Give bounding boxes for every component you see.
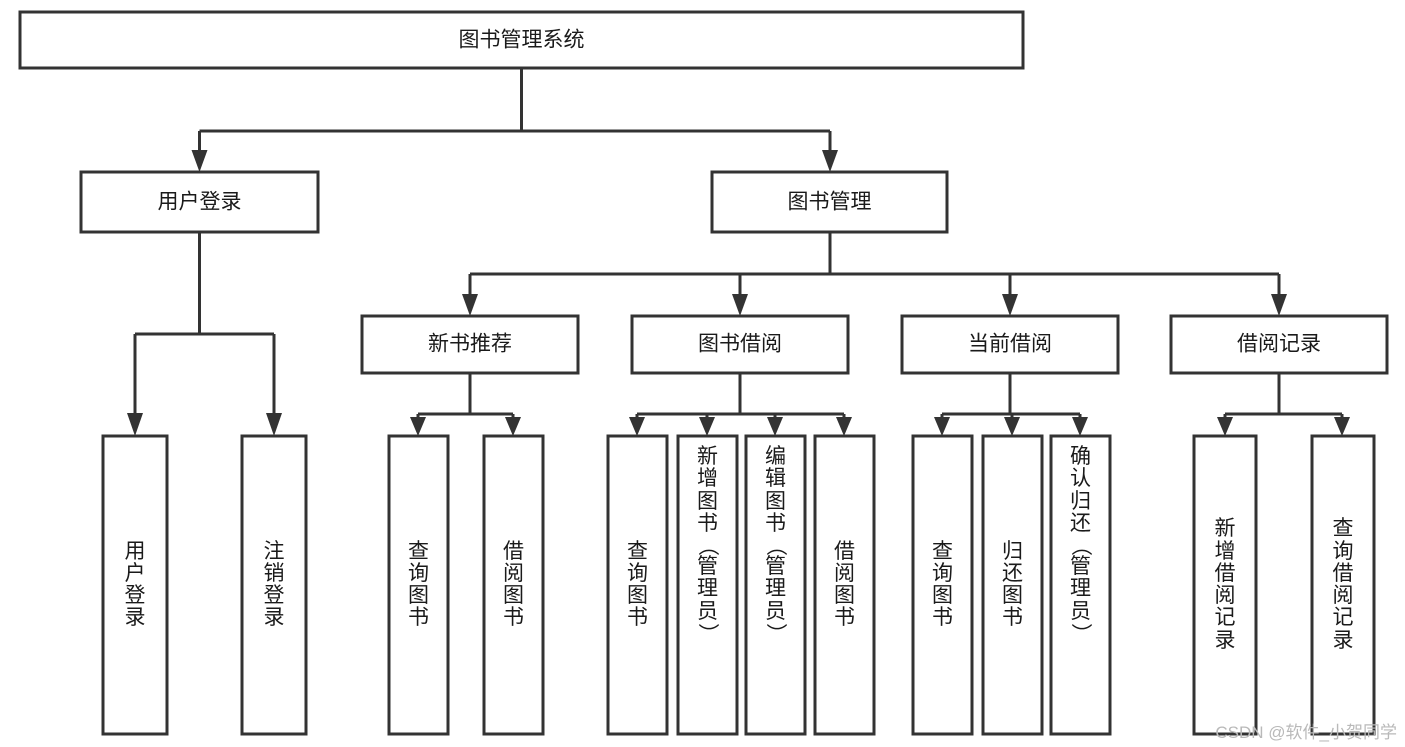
- root-label: 图书管理系统: [459, 29, 585, 52]
- leaf-box-add-record[interactable]: [1192, 434, 1258, 736]
- new-book-recommend-label: 新书推荐: [428, 333, 512, 356]
- borrow-record-box[interactable]: [1169, 314, 1389, 375]
- node-current-borrow[interactable]: 当前借阅: [900, 314, 1120, 375]
- book-manage-label: 图书管理: [788, 191, 872, 214]
- user-login-label: 用户登录: [158, 191, 242, 214]
- node-user-login[interactable]: 用户登录: [79, 170, 320, 234]
- node-borrow-record[interactable]: 借阅记录: [1169, 314, 1389, 375]
- leaf-box-query-record[interactable]: [1310, 434, 1376, 736]
- root-box[interactable]: [18, 10, 1025, 70]
- user-login-box[interactable]: [79, 170, 320, 234]
- leaf-box-confirm-return[interactable]: [1049, 434, 1112, 736]
- connectors: [127, 68, 1350, 436]
- leaf-box-add-book[interactable]: [676, 434, 739, 736]
- leaf-box-query-book-3[interactable]: [911, 434, 974, 736]
- node-book-manage[interactable]: 图书管理: [710, 170, 949, 234]
- leaf-box-return-book[interactable]: [981, 434, 1044, 736]
- borrow-record-label: 借阅记录: [1237, 333, 1321, 356]
- leaf-boxes: [101, 434, 1376, 736]
- current-borrow-label: 当前借阅: [968, 333, 1052, 356]
- leaf-box-user-logout[interactable]: [240, 434, 308, 736]
- current-borrow-box[interactable]: [900, 314, 1120, 375]
- leaf-box-user-login[interactable]: [101, 434, 169, 736]
- csdn-watermark: CSDN @软件_小贺同学: [1215, 723, 1397, 742]
- leaf-box-borrow-book-2[interactable]: [813, 434, 876, 736]
- leaf-box-borrow-book-1[interactable]: [482, 434, 545, 736]
- leaf-box-query-book-1[interactable]: [387, 434, 450, 736]
- node-root[interactable]: 图书管理系统: [18, 10, 1025, 70]
- node-book-borrow[interactable]: 图书借阅: [630, 314, 850, 375]
- book-borrow-box[interactable]: [630, 314, 850, 375]
- book-borrow-label: 图书借阅: [698, 333, 782, 356]
- book-manage-box[interactable]: [710, 170, 949, 234]
- leaf-box-edit-book[interactable]: [744, 434, 807, 736]
- new-book-recommend-box[interactable]: [360, 314, 580, 375]
- leaf-box-query-book-2[interactable]: [606, 434, 669, 736]
- node-new-book-recommend[interactable]: 新书推荐: [360, 314, 580, 375]
